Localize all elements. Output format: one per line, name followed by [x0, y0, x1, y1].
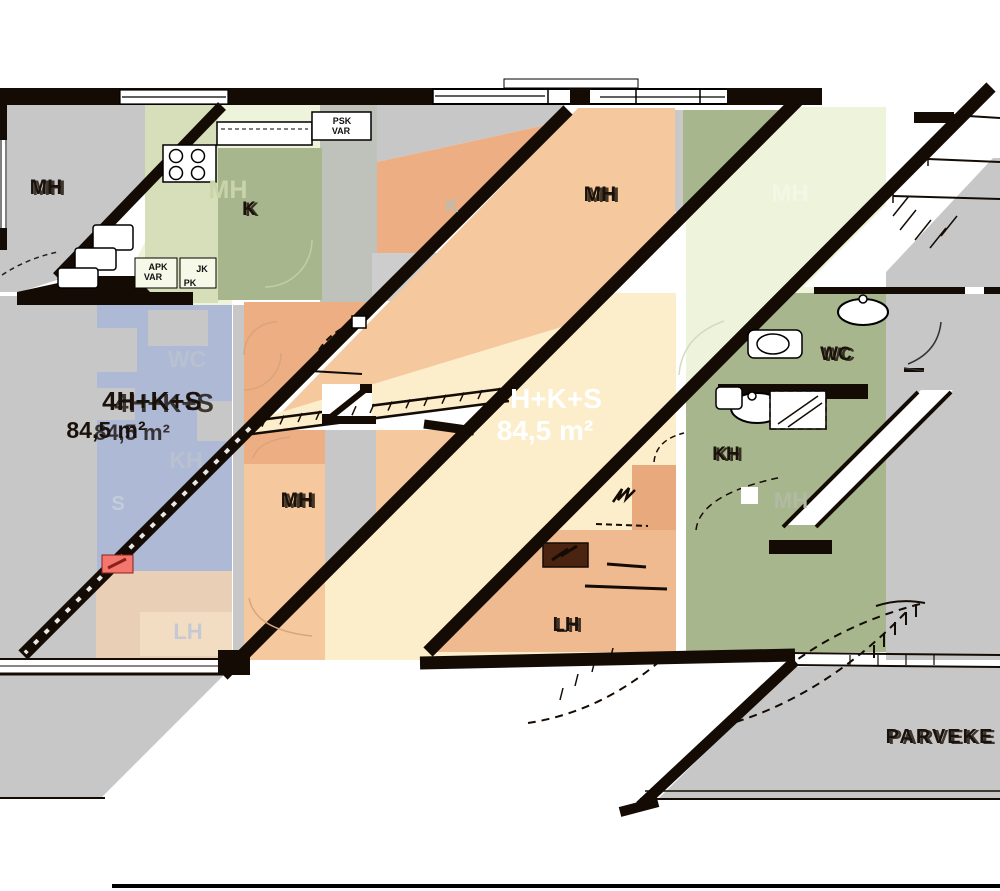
svg-text:84,5 m²: 84,5 m²	[497, 415, 594, 446]
svg-text:MH: MH	[587, 184, 620, 207]
svg-text:WC: WC	[820, 344, 852, 365]
svg-text:MH: MH	[771, 180, 808, 207]
svg-text:LH: LH	[173, 619, 202, 644]
svg-text:S: S	[111, 493, 124, 515]
svg-text:KH: KH	[715, 445, 742, 466]
svg-text:WC: WC	[168, 346, 206, 372]
svg-text:MH: MH	[281, 489, 314, 512]
svg-text:KH: KH	[169, 447, 202, 473]
svg-text:MH: MH	[209, 176, 248, 204]
svg-text:84,5 m²: 84,5 m²	[94, 420, 170, 445]
svg-text:MH: MH	[584, 183, 617, 206]
svg-text:K: K	[242, 199, 256, 220]
svg-text:84,5 m²: 84,5 m²	[66, 417, 146, 443]
svg-text:MH: MH	[774, 488, 808, 513]
svg-text:4H+K+S: 4H+K+S	[102, 386, 202, 416]
svg-text:PK: PK	[184, 278, 197, 288]
svg-text:KH: KH	[712, 444, 739, 465]
svg-text:4H+K+S: 4H+K+S	[114, 388, 214, 418]
svg-text:VAR: VAR	[332, 126, 351, 136]
svg-text:PSK: PSK	[333, 116, 352, 126]
svg-text:VAR: VAR	[144, 272, 163, 282]
svg-text:LH: LH	[553, 614, 580, 636]
svg-text:H+K+S: H+K+S	[510, 383, 602, 414]
svg-text:WC: WC	[823, 345, 855, 366]
svg-text:MH: MH	[30, 176, 63, 199]
svg-text:PARVEKE: PARVEKE	[886, 726, 995, 748]
svg-text:MH: MH	[33, 177, 66, 200]
svg-text:MH: MH	[284, 490, 317, 513]
svg-text:K: K	[446, 196, 459, 216]
svg-text:PARVEKE: PARVEKE	[889, 727, 998, 749]
svg-text:LH: LH	[556, 615, 583, 637]
svg-text:JK: JK	[196, 264, 208, 274]
svg-text:APK: APK	[148, 262, 168, 272]
svg-text:K: K	[245, 200, 259, 221]
